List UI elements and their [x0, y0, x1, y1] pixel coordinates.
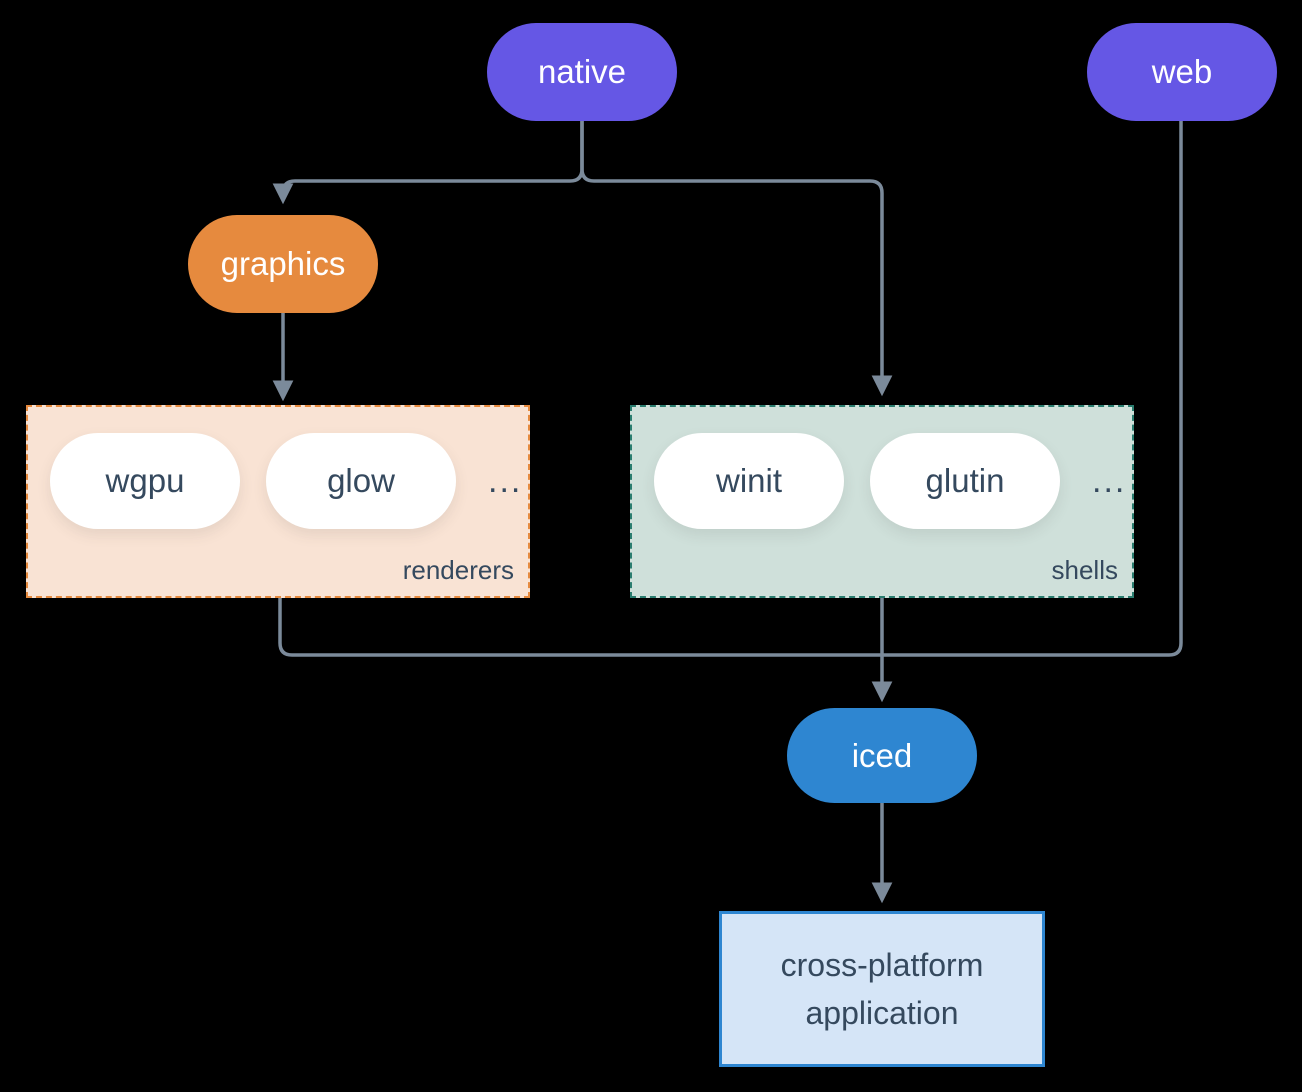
node-native: native	[487, 23, 677, 121]
group-renderers-row: wgpu glow ...	[28, 407, 528, 529]
group-shells: winit glutin ... shells	[630, 405, 1134, 598]
node-iced: iced	[787, 708, 977, 803]
node-wgpu: wgpu	[50, 433, 240, 529]
node-winit: winit	[654, 433, 844, 529]
edge-renderers-merge	[278, 598, 882, 657]
edge-web-merge	[882, 121, 1183, 657]
node-wgpu-label: wgpu	[105, 462, 185, 499]
group-renderers-label: renderers	[402, 555, 514, 585]
edge-native-shells	[580, 121, 893, 397]
group-shells-label: shells	[1051, 555, 1118, 585]
node-graphics-label: graphics	[220, 245, 346, 282]
node-glow: glow	[266, 433, 456, 529]
group-renderers: wgpu glow ... renderers	[26, 405, 530, 598]
node-iced-label: iced	[851, 736, 913, 774]
node-winit-label: winit	[715, 462, 783, 499]
shells-ellipsis: ...	[1092, 461, 1127, 500]
application-label-line2: application	[805, 995, 959, 1031]
node-glow-label: glow	[327, 462, 395, 499]
edge-native-graphics	[272, 121, 584, 205]
node-web-label: web	[1151, 53, 1213, 90]
node-web: web	[1087, 23, 1277, 121]
node-native-label: native	[537, 53, 627, 90]
node-glutin: glutin	[870, 433, 1060, 529]
node-graphics: graphics	[188, 215, 378, 313]
node-glutin-label: glutin	[925, 462, 1005, 499]
application-label-line1: cross-platform	[780, 947, 984, 983]
renderers-ellipsis: ...	[488, 461, 523, 500]
group-shells-row: winit glutin ...	[632, 407, 1132, 529]
node-cross-platform-application: cross-platform application	[719, 911, 1045, 1067]
